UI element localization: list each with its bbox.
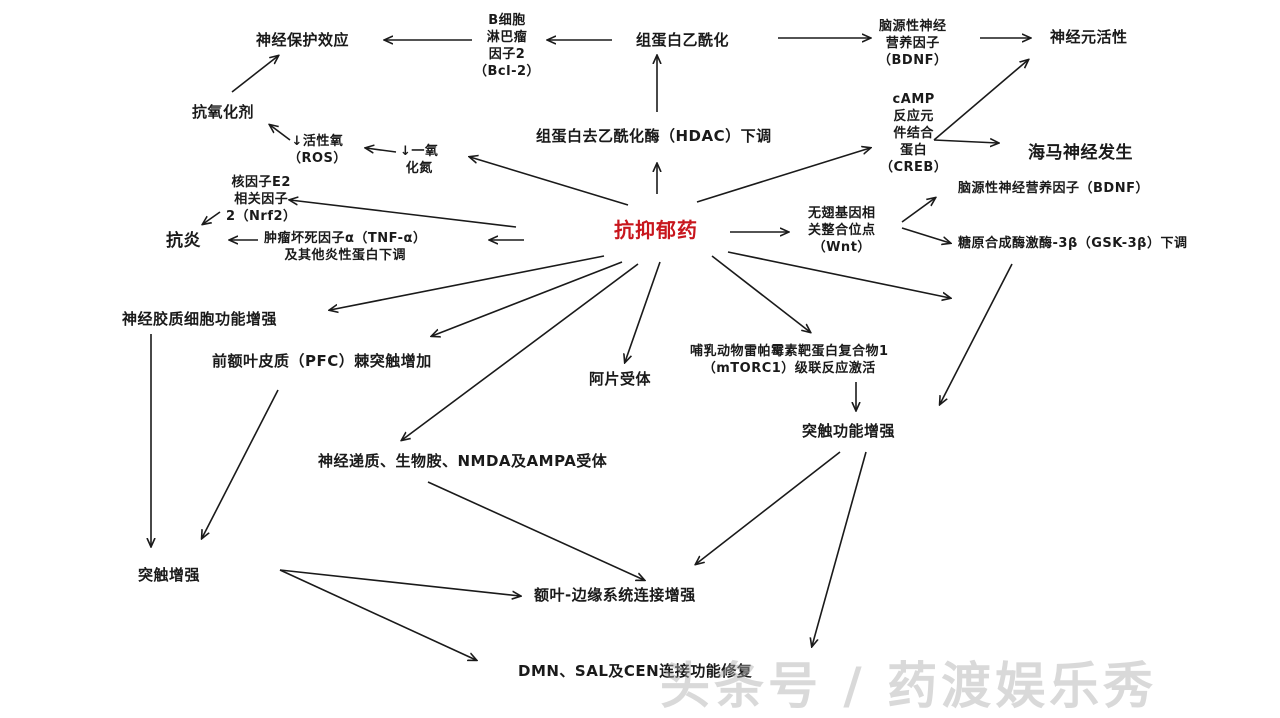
arrow-creb-to-neurotrophic — [933, 60, 1028, 141]
node-mtorc1-line-1: 哺乳动物雷帕霉素靶蛋白复合物1 — [690, 344, 889, 359]
arrow-center-to-pfc — [432, 261, 623, 336]
node-nrf2-line-2: 相关因子 — [234, 191, 289, 207]
node-pfc: 前额叶皮质（PFC）棘突触增加 — [212, 352, 432, 370]
node-creb-line-1: cAMP — [892, 92, 935, 107]
arrow-synaptic-function-to-frontolimbic — [696, 451, 841, 564]
node-ros: ↓活性氧 （ROS） — [288, 134, 347, 168]
arrow-center-to-neurotransmitters — [402, 263, 639, 440]
arrow-neurotransmitters-to-frontolimbic — [427, 481, 644, 580]
node-antioxidant: 抗氧化剂 — [192, 103, 255, 121]
node-opioid: 阿片受体 — [589, 370, 652, 388]
arrow-center-to-no — [470, 157, 629, 206]
arrow-nrf2-to-anti-inflammatory — [203, 211, 221, 224]
arrow-center-to-creb — [696, 148, 870, 203]
node-mtorc1-line-2: （mTORC1）级联反应激活 — [702, 360, 876, 376]
node-synaptic-function: 突触功能增强 — [802, 422, 896, 440]
node-wnt-line-1: 无翅基因相 — [808, 206, 876, 221]
node-creb-line-3: 件结合 — [893, 125, 934, 141]
node-bcl2-line-3: 因子2 — [488, 46, 526, 62]
node-ros-line-2: （ROS） — [288, 150, 347, 166]
node-nrf2-line-1: 核因子E2 — [231, 175, 291, 190]
node-bdnf-top-line-3: （BDNF） — [878, 52, 948, 68]
node-bcl2-line-4: （Bcl-2） — [474, 63, 541, 79]
node-creb: cAMP 反应元 件结合 蛋白 （CREB） — [880, 92, 947, 176]
arrow-ros-to-antioxidant — [270, 125, 291, 141]
arrow-wnt-to-gsk3b — [901, 227, 950, 243]
node-nrf2: 核因子E2 相关因子 2（Nrf2） — [226, 175, 297, 226]
node-anti-inflammatory: 抗炎 — [166, 231, 201, 251]
node-no: ↓一氧 化氮 — [400, 144, 438, 178]
node-mtorc1: 哺乳动物雷帕霉素靶蛋白复合物1 （mTORC1）级联反应激活 — [690, 344, 889, 378]
node-wnt-line-3: （Wnt） — [812, 239, 871, 255]
node-bdnf-right: 脑源性神经营养因子（BDNF） — [958, 181, 1149, 196]
arrow-synapse-enhance-to-networks — [279, 569, 476, 660]
node-gsk3b: 糖原合成酶激酶-3β（GSK-3β）下调 — [958, 236, 1188, 251]
node-synapse-enhance: 突触增强 — [138, 566, 201, 584]
arrow-center-to-opioid — [625, 261, 661, 362]
arrow-creb-to-hippocampal — [933, 140, 998, 143]
node-tnf: 肿瘤坏死因子α（TNF-α） 及其他炎性蛋白下调 — [264, 231, 427, 265]
node-no-line-1: ↓一氧 — [400, 144, 439, 159]
node-hippocampal: 海马神经发生 — [1028, 143, 1133, 163]
arrow-pfc-to-synapse-enhance — [202, 389, 279, 538]
node-neurotrophic: 神经元活性 — [1050, 28, 1128, 46]
node-bdnf-top: 脑源性神经 营养因子 （BDNF） — [878, 19, 947, 70]
node-creb-line-2: 反应元 — [893, 108, 934, 124]
node-antidepressant: 抗抑郁药 — [614, 218, 698, 242]
arrow-synapse-enhance-to-frontolimbic — [279, 569, 520, 596]
node-bdnf-top-line-1: 脑源性神经 — [878, 19, 947, 34]
arrow-antioxidant-to-neuroprotection — [231, 56, 278, 93]
arrow-wnt-to-bdnf-right — [901, 198, 935, 223]
node-histone-acetylation: 组蛋白乙酰化 — [636, 31, 730, 49]
node-neurotransmitters: 神经递质、生物胺、NMDA及AMPA受体 — [318, 452, 608, 470]
arrow-gsk3b-to-synaptic-function — [940, 263, 1013, 404]
node-bcl2-line-2: 淋巴瘤 — [486, 29, 528, 45]
arrow-synaptic-function-to-networks — [812, 451, 867, 646]
node-bdnf-top-line-2: 营养因子 — [885, 35, 940, 51]
node-glial: 神经胶质细胞功能增强 — [122, 310, 278, 328]
node-frontolimbic: 额叶-边缘系统连接增强 — [534, 586, 696, 604]
node-neuroprotection: 神经保护效应 — [256, 31, 350, 49]
node-wnt-line-2: 关整合位点 — [808, 222, 876, 238]
node-ros-line-1: ↓活性氧 — [291, 134, 344, 149]
node-creb-line-5: （CREB） — [880, 159, 948, 175]
arrow-center-to-glial — [330, 255, 605, 310]
arrow-center-to-mtorc1 — [711, 255, 810, 332]
node-bcl2-line-1: B细胞 — [488, 13, 526, 28]
node-networks: DMN、SAL及CEN连接功能修复 — [518, 662, 753, 680]
node-nrf2-line-3: 2（Nrf2） — [226, 208, 297, 224]
watermark: 头条号 / 药渡娱乐秀 — [660, 657, 1158, 715]
node-tnf-line-1: 肿瘤坏死因子α（TNF-α） — [264, 231, 427, 246]
node-no-line-2: 化氮 — [405, 160, 433, 176]
arrow-center-to-stub-right — [727, 251, 950, 298]
node-tnf-line-2: 及其他炎性蛋白下调 — [284, 247, 406, 263]
node-wnt: 无翅基因相 关整合位点 （Wnt） — [808, 206, 876, 257]
arrow-no-to-ros — [366, 148, 397, 152]
node-bcl2: B细胞 淋巴瘤 因子2 （Bcl-2） — [474, 13, 540, 81]
arrow-center-to-nrf2 — [290, 200, 517, 228]
node-hdac: 组蛋白去乙酰化酶（HDAC）下调 — [536, 127, 772, 145]
node-creb-line-4: 蛋白 — [900, 142, 928, 158]
